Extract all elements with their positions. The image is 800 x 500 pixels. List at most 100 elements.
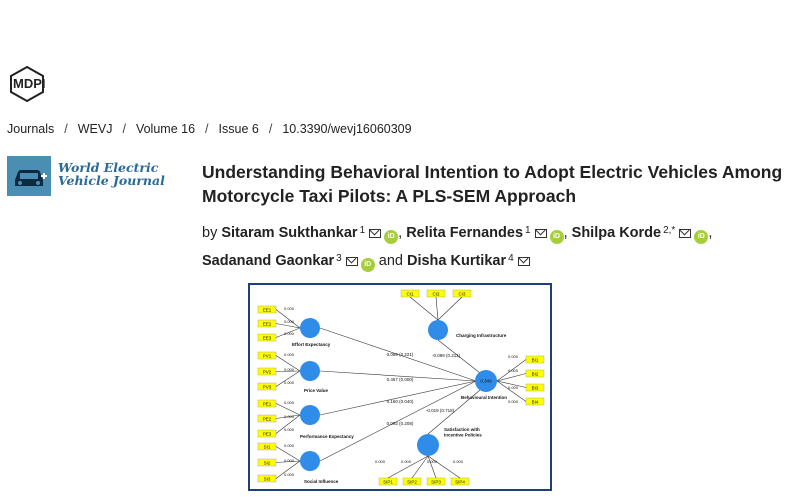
construct-label: Social Influence — [304, 479, 339, 484]
construct-label: Performance Expectancy — [300, 434, 354, 439]
breadcrumb-separator: / — [122, 122, 126, 136]
loading-arrow — [427, 455, 437, 479]
path-arrow — [437, 339, 481, 374]
indicator-label: EE2 — [263, 322, 272, 327]
breadcrumb-volume[interactable]: Volume 16 — [135, 122, 196, 136]
construct-node — [300, 405, 320, 425]
path-coefficient: -0.089 (0.211) — [432, 353, 460, 358]
construct-label: Behavioural Intention — [461, 395, 507, 400]
indicator-label: SIP2 — [407, 480, 417, 485]
indicator-label: SIP4 — [455, 480, 465, 485]
loading-arrow — [275, 446, 301, 462]
breadcrumb: Journals/WEVJ/Volume 16/Issue 6/10.3390/… — [7, 122, 412, 136]
loading-value: 0.000 — [427, 459, 438, 464]
author-name[interactable]: Disha Kurtikar — [406, 253, 507, 269]
loading-arrow — [496, 359, 527, 382]
loading-arrow — [275, 370, 301, 387]
author-affiliation: 1 — [525, 225, 531, 236]
construct-label: Charging Infrastructure — [456, 333, 507, 338]
breadcrumb-wevj[interactable]: WEVJ — [77, 122, 113, 136]
indicator-label: PV1 — [263, 354, 272, 359]
indicator-label: BI3 — [532, 386, 539, 391]
loading-arrow — [275, 355, 301, 372]
loading-value: 0.000 — [284, 414, 295, 419]
path-coefficient: 0.086 (0.221) — [387, 352, 414, 357]
breadcrumb-issue[interactable]: Issue 6 — [218, 122, 259, 136]
loading-value: 0.000 — [284, 380, 295, 385]
indicator-label: EE1 — [263, 308, 272, 313]
loading-arrow — [496, 380, 527, 388]
path-coefficient: 0.092 (0.208) — [387, 421, 414, 426]
indicator-label: EE3 — [263, 336, 272, 341]
indicator-label: PE1 — [263, 402, 272, 407]
loading-value: 0.000 — [284, 427, 295, 432]
loading-arrow — [275, 414, 301, 434]
construct-node — [300, 318, 320, 338]
loading-arrow — [275, 460, 301, 463]
path-coefficient: 0.160 (0.040) — [387, 399, 414, 404]
indicator-label: SI1 — [264, 445, 271, 450]
construct-node — [428, 320, 448, 340]
path-arrow — [319, 370, 477, 382]
loading-value: 0.000 — [284, 472, 295, 477]
orcid-icon[interactable]: iD — [694, 230, 709, 244]
loading-arrow — [275, 309, 301, 329]
indicator-label: CI1 — [406, 292, 414, 297]
indicator-label: PE3 — [263, 432, 272, 437]
indicator-label: SI3 — [264, 477, 271, 482]
breadcrumb-separator: / — [64, 122, 68, 136]
email-icon[interactable] — [345, 257, 358, 266]
author-affiliation: 1 — [359, 225, 366, 236]
loading-arrow — [275, 460, 301, 479]
construct-node — [417, 434, 439, 456]
orcid-icon[interactable]: iD — [384, 230, 399, 244]
loading-arrow — [437, 296, 463, 321]
indicator-label: BI1 — [532, 358, 539, 363]
mdpi-logo[interactable]: MDPI — [7, 65, 67, 103]
loading-value: 0.000 — [453, 459, 464, 464]
indicator-label: SIP1 — [383, 480, 393, 485]
author-name[interactable]: Relita Fernandes — [406, 225, 524, 241]
construct-node — [475, 370, 497, 392]
loading-value: 0.000 — [284, 443, 295, 448]
loading-arrow — [275, 327, 301, 338]
path-arrow — [319, 380, 477, 462]
indicator-label: BI4 — [532, 400, 539, 405]
loading-arrow — [411, 455, 429, 479]
loading-value: 0.000 — [284, 458, 295, 463]
loading-value: 0.000 — [284, 352, 295, 357]
loading-value: 0.000 — [284, 400, 295, 405]
loading-arrow — [387, 455, 429, 479]
indicator-label: CI2 — [432, 292, 440, 297]
email-icon[interactable] — [517, 257, 530, 266]
email-icon[interactable] — [369, 229, 382, 238]
indicator-label: SI2 — [264, 461, 271, 466]
author-name[interactable]: Sadanand Gaonkar — [202, 253, 335, 269]
breadcrumb-separator: / — [205, 122, 209, 136]
author-name[interactable]: Shilpa Korde — [571, 225, 662, 241]
orcid-icon[interactable]: iD — [360, 258, 375, 272]
article-title: Understanding Behavioral Intention to Ad… — [202, 162, 783, 206]
orcid-icon[interactable]: iD — [549, 230, 564, 244]
email-icon[interactable] — [679, 229, 692, 238]
email-icon[interactable] — [534, 229, 547, 238]
loading-arrow — [275, 323, 301, 329]
mdpi-logo-icon: MDPI — [10, 65, 46, 103]
by-label: by — [202, 225, 218, 241]
and-label: and — [378, 253, 403, 269]
indicator-label: PV2 — [263, 370, 272, 375]
loading-value: 0.000 — [284, 367, 295, 372]
loading-arrow — [275, 403, 301, 416]
loading-arrow — [275, 370, 301, 372]
loading-arrow — [409, 296, 439, 321]
journal-name: World Electric Vehicle Journal — [58, 160, 165, 188]
loading-value: 0.000 — [508, 354, 519, 359]
author-name[interactable]: Sitaram Sukthankar — [221, 225, 358, 241]
breadcrumb-journals[interactable]: Journals — [7, 122, 55, 136]
breadcrumb-doi[interactable]: 10.3390/wevj16060309 — [282, 122, 412, 136]
journal-logo[interactable]: World Electric Vehicle Journal — [7, 156, 182, 198]
loading-arrow — [435, 296, 439, 321]
